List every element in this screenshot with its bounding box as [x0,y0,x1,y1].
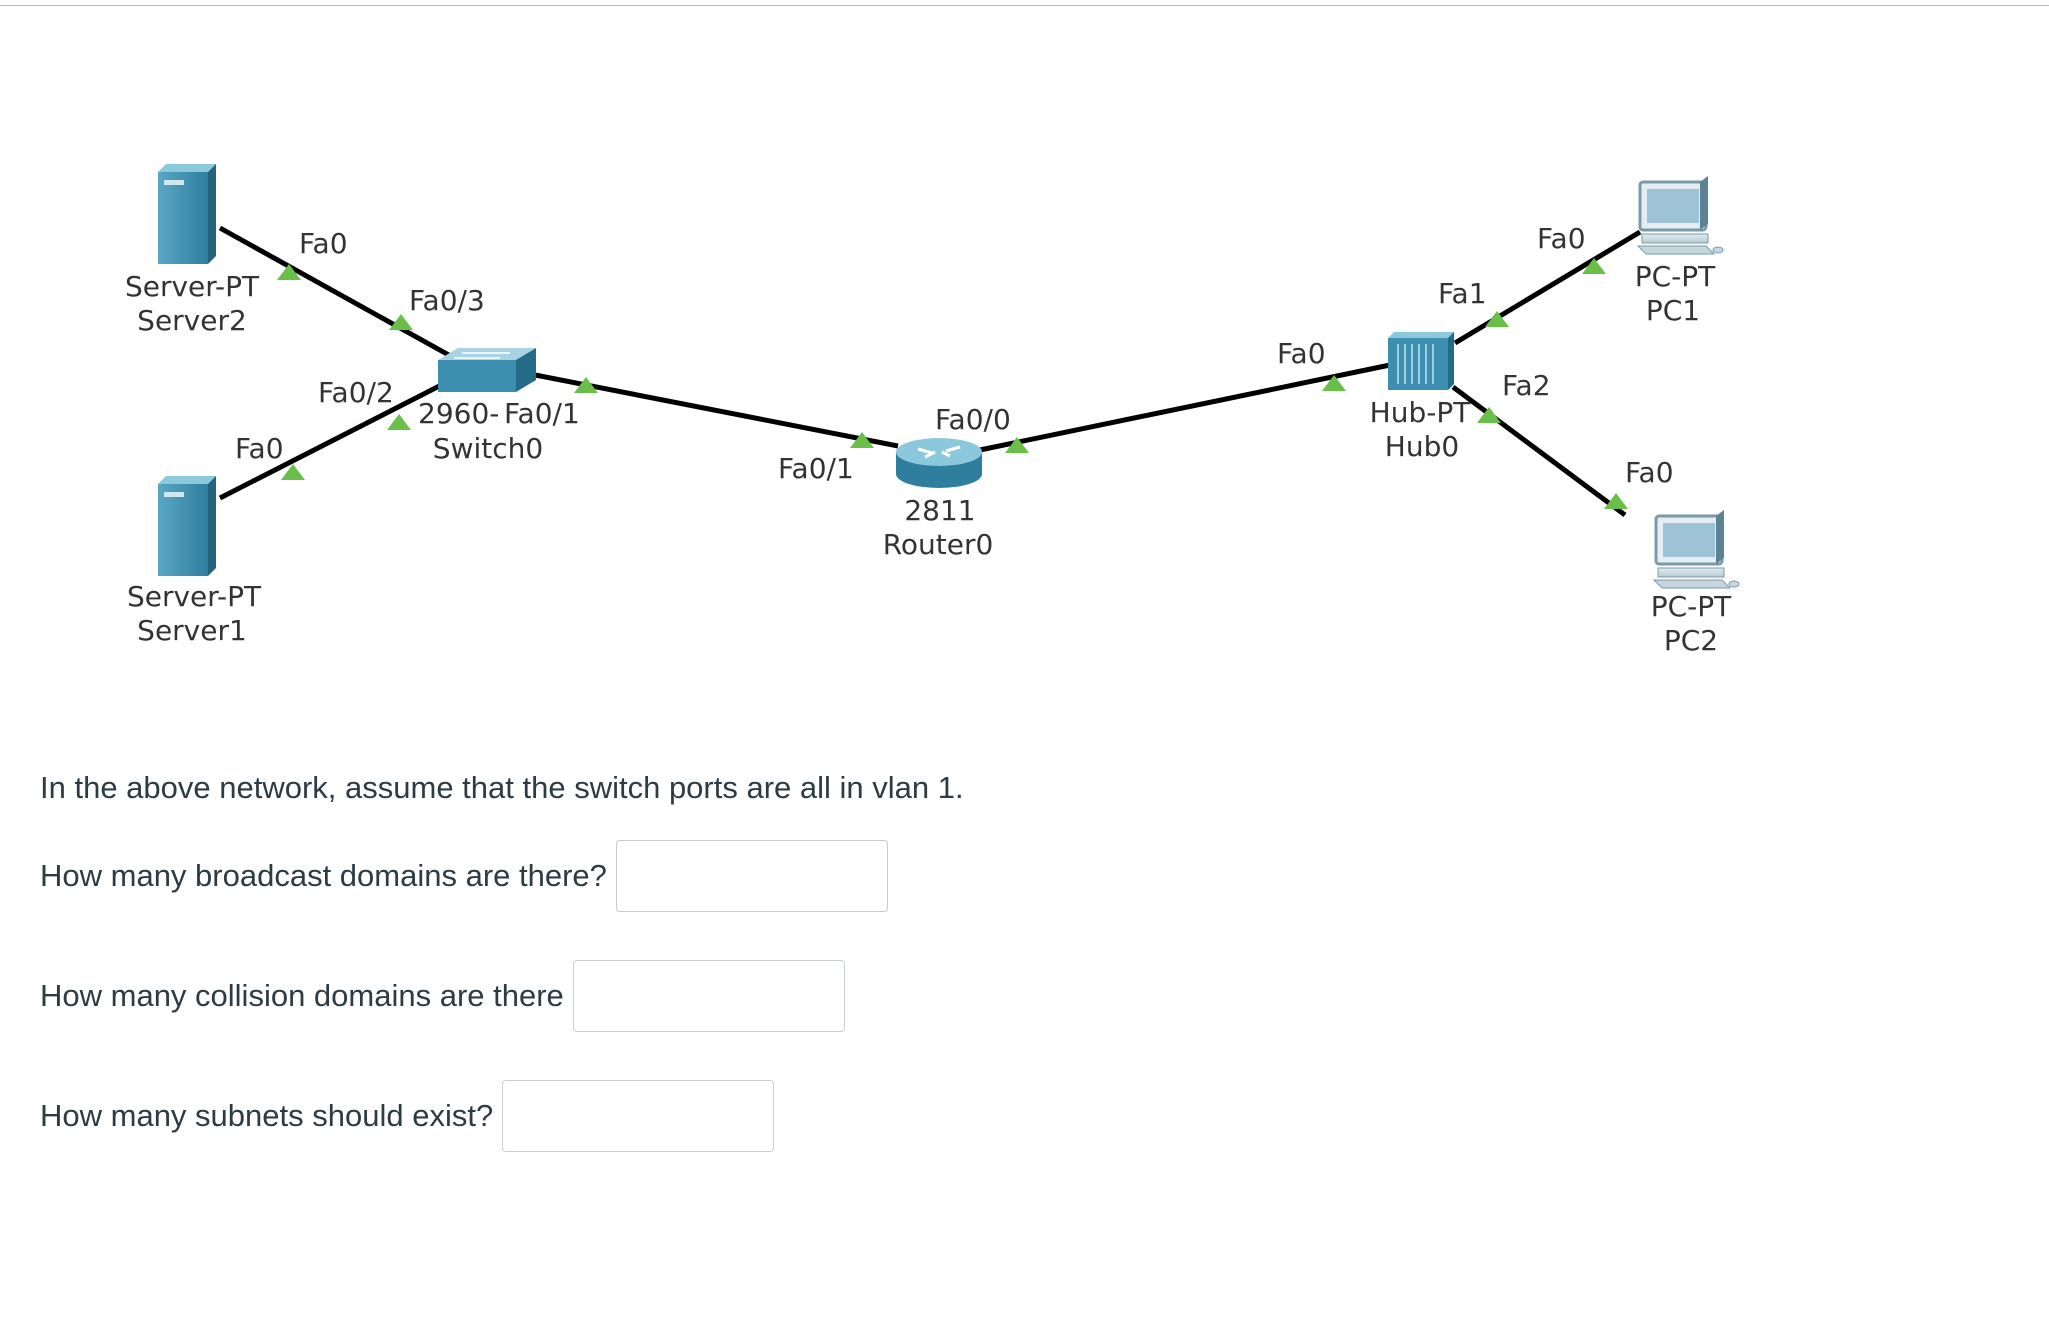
question-area: In the above network, assume that the sw… [40,0,1240,1317]
pc2-model-label: PC-PT [1651,590,1732,623]
link-server2-switch[interactable] [218,225,467,367]
server2-name-label: Server2 [137,304,247,337]
port-label-hub-fa2: Fa2 [1502,369,1551,402]
server1-model-label: Server-PT [127,580,262,613]
broadcast-domains-label: How many broadcast domains are there? [40,858,607,893]
port-label-switch-fa0-3: Fa0/3 [409,284,485,317]
pc-icon [1636,176,1724,255]
server2-device[interactable]: Server-PT Server2 [125,164,260,337]
pc1-name-label: PC1 [1646,294,1700,327]
port-up-indicator [850,432,874,448]
link-hub-pc2[interactable] [1451,384,1627,518]
hub0-name-label: Hub0 [1385,430,1459,463]
router0-model-label: 2811 [904,494,975,527]
pc1-model-label: PC-PT [1635,260,1716,293]
port-up-indicator [389,314,413,330]
port-up-indicator [574,377,598,393]
port-label-switch-fa0-1: Fa0/1 [504,397,580,430]
port-label-hub-fa1: Fa1 [1438,277,1487,310]
port-up-indicator [281,464,305,480]
port-up-indicator [277,264,301,280]
port-label-hub-fa0: Fa0 [1277,337,1326,370]
subnets-input[interactable] [502,1080,775,1152]
collision-domains-row: How many collision domains are there [40,960,845,1032]
link-router-hub[interactable] [974,362,1391,454]
server1-device[interactable]: Server-PT Server1 [127,476,262,647]
top-divider [0,5,2049,6]
switch0-device[interactable]: 2960- Switch0 [418,348,543,465]
pc-icon [1652,510,1740,589]
port-label-switch-fa0-2: Fa0/2 [318,376,394,409]
port-up-indicator [1604,493,1628,509]
port-up-indicator [1582,258,1606,274]
router-icon [896,438,982,488]
switch-icon [438,348,536,392]
router0-name-label: Router0 [883,528,994,561]
hub0-device[interactable]: Hub-PT Hub0 [1370,332,1472,463]
pc2-device[interactable]: PC-PT PC2 [1651,510,1740,657]
port-up-indicator [1477,407,1501,423]
link-hub-pc1[interactable] [1453,229,1642,346]
port-label-router-fa0-0: Fa0/0 [935,403,1011,436]
port-up-indicator [1322,375,1346,391]
subnets-label: How many subnets should exist? [40,1098,494,1133]
broadcast-domains-row: How many broadcast domains are there? [40,840,888,912]
port-up-indicator [1005,437,1029,453]
router0-device[interactable]: 2811 Router0 [883,438,994,561]
switch0-name-label: Switch0 [433,432,543,465]
server1-name-label: Server1 [137,614,247,647]
link-server1-switch[interactable] [218,375,457,501]
pc1-device[interactable]: PC-PT PC1 [1635,176,1724,327]
port-label-router-fa0-1: Fa0/1 [778,452,854,485]
port-label-pc1-fa0: Fa0 [1537,222,1586,255]
collision-domains-input[interactable] [572,960,845,1032]
server-icon [158,164,216,264]
switch0-model-label: 2960- [418,397,499,430]
port-label-server1-fa0: Fa0 [235,432,284,465]
hub-icon [1388,332,1454,390]
question-intro: In the above network, assume that the sw… [40,770,964,805]
port-label-server2-fa0: Fa0 [299,227,348,260]
server2-model-label: Server-PT [125,270,260,303]
port-up-indicator [1485,311,1509,327]
subnets-row: How many subnets should exist? [40,1080,775,1152]
port-status-indicators [277,258,1628,509]
port-up-indicator [387,414,411,430]
collision-domains-label: How many collision domains are there [40,978,564,1013]
hub0-model-label: Hub-PT [1370,396,1472,429]
pc2-name-label: PC2 [1664,624,1718,657]
broadcast-domains-input[interactable] [615,840,888,912]
server-icon [158,476,216,576]
port-label-pc2-fa0: Fa0 [1625,456,1674,489]
